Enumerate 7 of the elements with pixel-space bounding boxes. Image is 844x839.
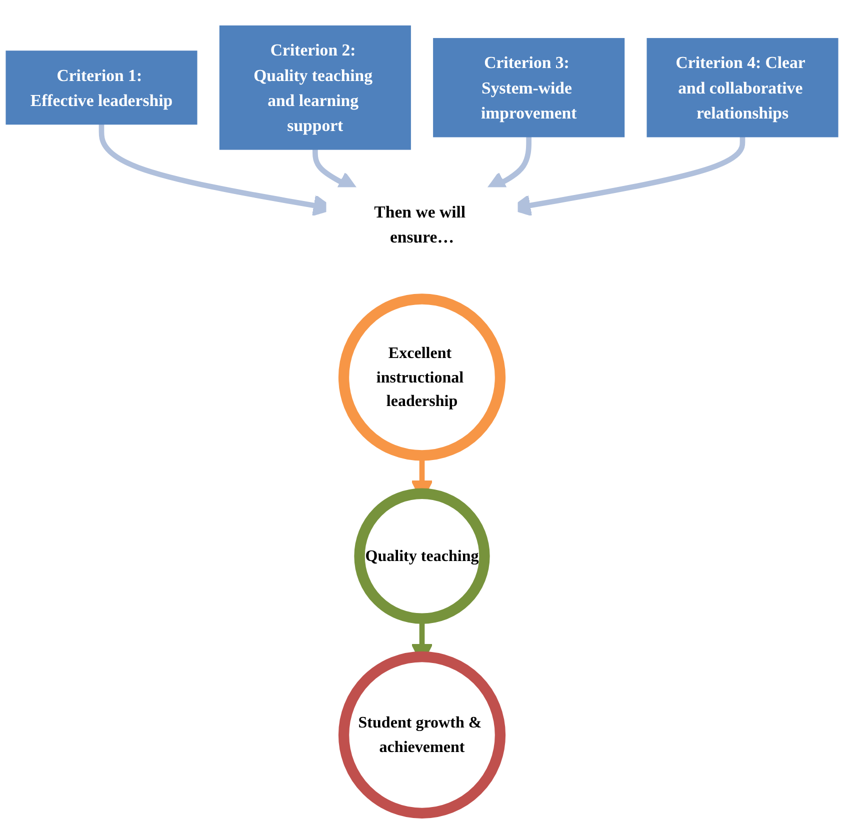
node-box: Criterion 2: Quality teaching and learning support	[219, 25, 411, 150]
node-circle: Student growth & achievement	[338, 651, 506, 819]
node-circle: Quality teaching	[354, 488, 490, 624]
node-box: Criterion 4: Clear and collaborative relationships	[646, 38, 838, 138]
node-box: Criterion 1: Effective leadership	[6, 50, 198, 125]
node-circle: Excellent instructional leadership	[338, 294, 506, 461]
node-box: Criterion 3: System-wide improvement	[433, 38, 625, 138]
